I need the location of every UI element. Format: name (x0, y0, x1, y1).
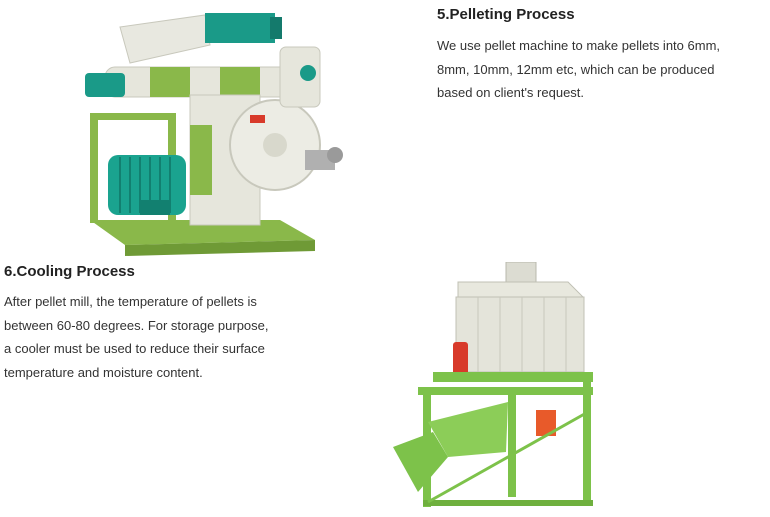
cooler-image (393, 262, 593, 507)
pelleting-title: 5.Pelleting Process (437, 6, 575, 23)
cooling-description: After pellet mill, the temperature of pe… (4, 294, 269, 380)
pellet-mill-image (85, 13, 343, 256)
cooling-title: 6.Cooling Process (4, 263, 135, 280)
pelleting-description: We use pellet machine to make pellets in… (437, 38, 721, 100)
